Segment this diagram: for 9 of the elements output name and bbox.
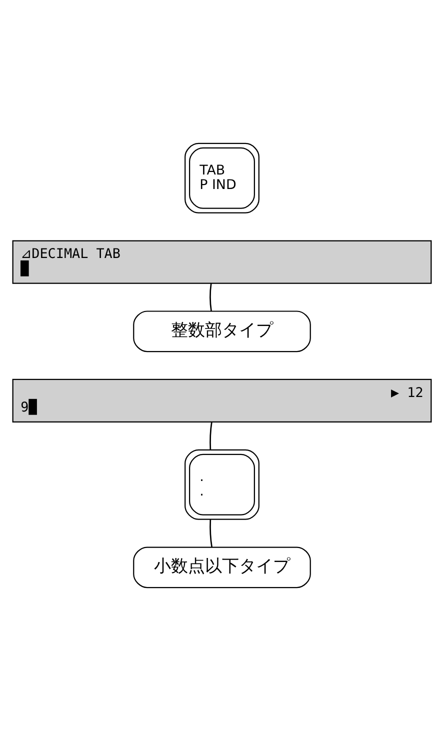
node-box: TAB P IND — [184, 142, 260, 213]
connector — [210, 518, 212, 547]
connector — [210, 282, 212, 311]
connector — [210, 421, 212, 450]
node-box: 小数点以下タイプ — [133, 546, 311, 588]
node-box: ⊿DECIMAL TAB █ — [12, 240, 432, 284]
node-box: . . — [184, 448, 260, 520]
node-box: 整数部タイプ — [133, 310, 311, 352]
node-box: ▶ 12 9█ — [12, 378, 432, 422]
